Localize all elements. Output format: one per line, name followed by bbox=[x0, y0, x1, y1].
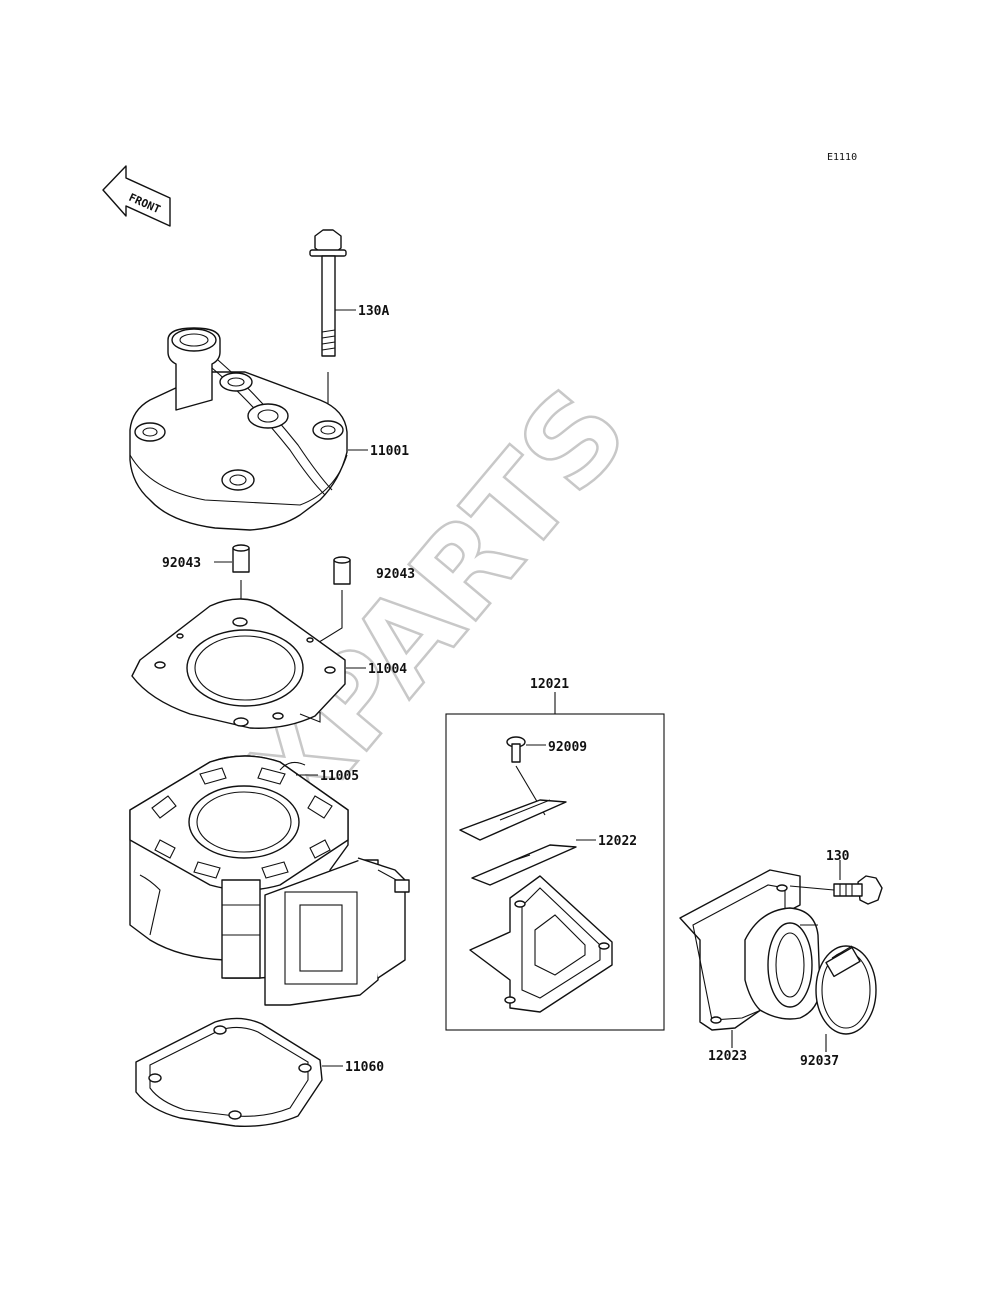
callout-12021[interactable]: 12021 bbox=[530, 677, 569, 692]
intake-manifold-12023[interactable] bbox=[679, 869, 821, 1031]
cylinder-11005[interactable] bbox=[129, 755, 410, 1006]
reed-petal-12022[interactable] bbox=[471, 844, 577, 886]
callout-11005[interactable]: 11005 bbox=[320, 769, 359, 784]
front-arrow-icon[interactable]: FRONT bbox=[102, 165, 171, 227]
callout-92043-right[interactable]: 92043 bbox=[376, 567, 415, 582]
callout-11001[interactable]: 11001 bbox=[370, 444, 409, 459]
callout-92037[interactable]: 92037 bbox=[800, 1054, 839, 1069]
base-gasket-11060[interactable] bbox=[135, 1017, 323, 1127]
callout-11004[interactable]: 11004 bbox=[368, 662, 407, 677]
dowel-pin-left-92043[interactable] bbox=[232, 544, 250, 610]
reed-block[interactable] bbox=[469, 875, 613, 1013]
callout-130[interactable]: 130 bbox=[826, 849, 850, 864]
callout-11060[interactable]: 11060 bbox=[345, 1060, 384, 1075]
cylinder-head-11001[interactable] bbox=[129, 327, 348, 531]
diagram-code: E1110 bbox=[827, 152, 857, 163]
callout-92043-left[interactable]: 92043 bbox=[162, 556, 201, 571]
callout-92009[interactable]: 92009 bbox=[548, 740, 587, 755]
hose-clamp-92037[interactable] bbox=[815, 945, 877, 1035]
dowel-pin-right-92043[interactable] bbox=[240, 556, 351, 691]
reed-stopper-12022[interactable] bbox=[459, 799, 567, 841]
bolt-130[interactable] bbox=[789, 875, 883, 905]
callout-12023[interactable]: 12023 bbox=[708, 1049, 747, 1064]
bolt-130a[interactable] bbox=[309, 229, 347, 424]
callout-130a[interactable]: 130A bbox=[358, 304, 389, 319]
callout-12022[interactable]: 12022 bbox=[598, 834, 637, 849]
head-gasket-11004[interactable] bbox=[131, 598, 346, 729]
